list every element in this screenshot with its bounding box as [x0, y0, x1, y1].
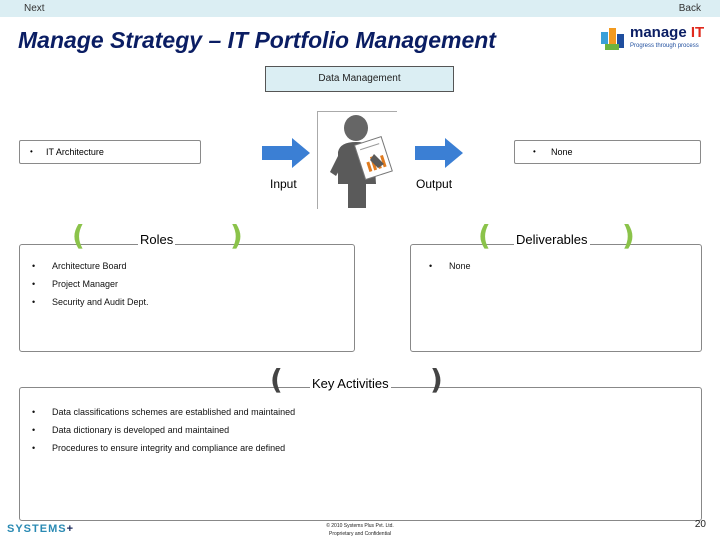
input-item: IT Architecture	[46, 147, 104, 157]
list-item: •Data classifications schemes are establ…	[32, 407, 296, 417]
logo-blocks-icon	[601, 28, 624, 50]
manage-it-logo: manage IT Progress through process	[600, 24, 712, 54]
next-link[interactable]: Next	[24, 3, 45, 14]
list-item: •None	[429, 261, 471, 271]
output-item: None	[551, 147, 573, 157]
input-label: Input	[270, 177, 297, 191]
list-item: •Architecture Board	[32, 261, 127, 271]
bullet: •	[533, 147, 536, 156]
input-arrow-icon	[262, 138, 310, 168]
systems-plus-logo: SYSTEMS+	[7, 523, 75, 535]
deliverables-close-bracket-icon: )	[622, 219, 635, 252]
back-link[interactable]: Back	[678, 3, 701, 14]
key-activities-panel: •Data classifications schemes are establ…	[19, 387, 702, 521]
activities-open-bracket-icon: (	[270, 363, 283, 396]
deliverables-open-bracket-icon: (	[478, 219, 491, 252]
list-item: •Procedures to ensure integrity and comp…	[32, 443, 286, 453]
page-title: Manage Strategy – IT Portfolio Managemen…	[18, 27, 496, 53]
process-name-box: Data Management	[265, 66, 454, 92]
person-with-document-icon	[330, 115, 393, 208]
list-item: •Project Manager	[32, 279, 119, 289]
copyright-text: © 2010 Systems Plus Pvt. Ltd. Proprietar…	[326, 523, 394, 537]
roles-title: Roles	[138, 232, 176, 247]
output-label: Output	[416, 177, 453, 191]
input-box: • IT Architecture	[19, 140, 201, 164]
person-figure-frame	[317, 111, 397, 209]
output-arrow-icon	[415, 138, 463, 168]
top-nav-bar	[0, 0, 720, 17]
activities-close-bracket-icon: )	[430, 363, 443, 396]
logo-wordmark: manage IT	[630, 24, 705, 41]
roles-panel: •Architecture Board •Project Manager •Se…	[19, 244, 355, 352]
roles-open-bracket-icon: (	[72, 219, 85, 252]
roles-close-bracket-icon: )	[230, 219, 243, 252]
list-item: •Security and Audit Dept.	[32, 297, 149, 307]
deliverables-title: Deliverables	[514, 232, 590, 247]
page-number: 20	[694, 519, 706, 530]
key-activities-title: Key Activities	[310, 376, 391, 391]
output-box: • None	[514, 140, 701, 164]
list-item: •Data dictionary is developed and mainta…	[32, 425, 230, 435]
deliverables-panel: •None	[410, 244, 702, 352]
bullet: •	[30, 147, 33, 156]
logo-tagline: Progress through process	[630, 43, 699, 49]
